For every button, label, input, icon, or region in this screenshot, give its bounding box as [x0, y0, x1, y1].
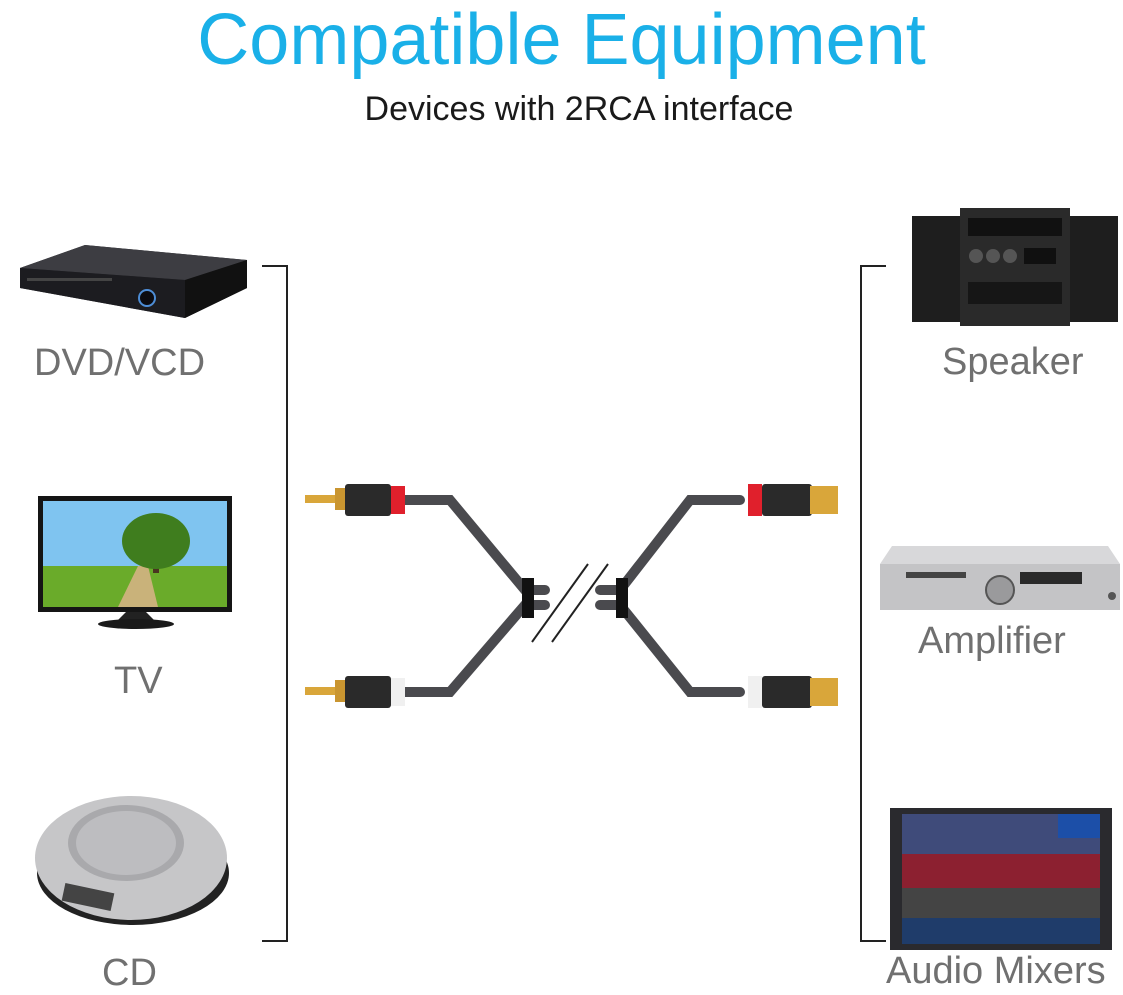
- device-label-audio-mixers: Audio Mixers: [886, 950, 1106, 992]
- speaker-system-icon: [912, 208, 1118, 326]
- page-subtitle: Devices with 2RCA interface: [364, 90, 794, 128]
- page-title: Compatible Equipment: [197, 0, 926, 80]
- right-bracket: [860, 265, 886, 942]
- audio-mixer-icon: [890, 808, 1112, 950]
- device-label-dvd: DVD/VCD: [34, 342, 206, 384]
- rca-cable-icon: [305, 484, 838, 708]
- cd-player-icon: [35, 796, 229, 925]
- amplifier-icon: [880, 546, 1120, 610]
- device-label-amplifier: Amplifier: [918, 620, 1066, 662]
- device-label-tv: TV: [114, 660, 163, 702]
- device-label-speaker: Speaker: [942, 341, 1084, 383]
- left-bracket: [262, 265, 288, 942]
- device-label-cd: CD: [102, 952, 157, 994]
- tv-icon: [38, 496, 232, 629]
- dvd-player-icon: [20, 245, 247, 318]
